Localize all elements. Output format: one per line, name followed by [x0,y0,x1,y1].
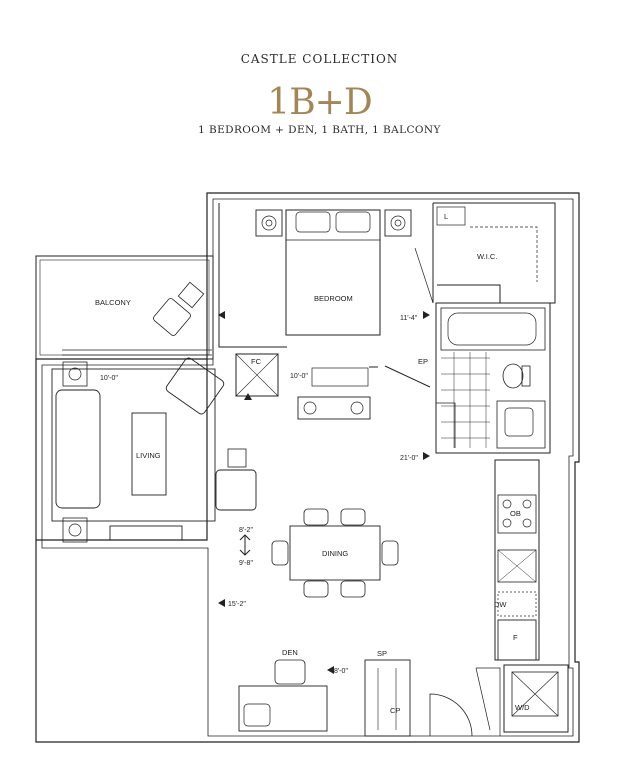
lamp-icon [303,401,317,415]
label-ep: EP [418,357,428,366]
side-table [227,448,247,468]
nightstand [255,209,283,237]
dim-den-length: 15'-2" [228,601,246,608]
lamp-icon [390,215,406,231]
dishwasher-box [497,591,537,617]
dim-bedroom-width: 10'-0" [290,373,308,380]
dim-dining-top: 8'-2" [239,527,253,534]
dining-chair [340,580,366,598]
vanity [496,400,546,449]
kitchen-sink-cross [497,549,537,583]
label-bedroom: BEDROOM [314,294,353,303]
kitchen-counter [494,459,540,661]
label-den: DEN [282,648,298,657]
dining-chair [303,508,329,526]
dim-dining-bottom: 9'-8" [239,560,253,567]
washer-dryer [511,671,559,717]
label-closet: CP [390,706,400,715]
bathtub-inner [447,312,537,346]
dim-bedroom-length: 11'-4" [400,315,418,322]
burner-icon [502,518,512,528]
label-laundry: W/D [515,703,530,712]
dining-chair [271,540,289,566]
label-fridge: F [513,633,518,642]
unit-subtitle: 1 BEDROOM + DEN, 1 BATH, 1 BALCONY [198,124,441,136]
bathroom-wall [435,302,551,454]
sink-icon [504,407,534,437]
sofa [55,389,101,509]
dining-chair [381,540,399,566]
label-living: LIVING [136,451,161,460]
kitchen-sink [497,549,537,583]
bedroom-wall [218,203,434,388]
side-table [62,361,88,387]
label-dining: DINING [322,549,348,558]
pillow [335,211,371,233]
fireplace-cross [235,353,279,397]
armchair [165,357,225,415]
lamp-icon [261,215,277,231]
label-oven: OB [510,509,521,518]
balcony-railing [39,259,210,356]
fireplace-box [235,353,279,397]
den-desk [238,685,328,732]
dim-kitchen-length: 21'-0" [400,455,418,462]
label-storage: SP [377,649,387,658]
linen-closet [436,206,466,226]
dim-den-width: 8'-0" [334,668,348,675]
entry-door [429,693,473,737]
coffee-table [131,412,167,496]
tv-unit [311,367,369,387]
collection-title: CASTLE COLLECTION [240,52,399,66]
dim-living-width: 10'-0" [100,375,118,382]
wic-dash [470,226,538,282]
label-dishwasher: DW [494,600,507,609]
balcony-table [177,281,205,309]
laundry-closet [503,664,569,733]
balcony-door [62,349,212,356]
armchair [215,469,257,511]
unit-name: 1B+D [267,82,372,123]
dining-table [289,525,381,581]
tv-console [109,525,183,541]
outer-wall-inner [41,198,574,737]
lamp-icon [350,401,364,415]
burner-icon [522,518,532,528]
bedroom-door [414,247,434,304]
den-drawer [243,703,271,727]
storage-closet [364,659,411,737]
burner-icon [522,499,532,509]
pillow [295,211,331,233]
balcony-chair [153,298,191,336]
balcony-outline [35,255,214,360]
toilet-icon [502,363,524,389]
dresser [297,396,371,420]
label-fireplace: FC [251,357,262,366]
nightstand [384,209,412,237]
cooktop [497,494,537,534]
living-area [51,368,216,522]
label-wic: W.I.C. [477,252,497,261]
burner-icon [502,499,512,509]
side-table [62,517,88,543]
fridge-box [497,619,537,661]
label-linen: L [444,212,448,221]
bath-door [436,402,456,448]
closet-rod [377,668,397,730]
dining-chair [303,580,329,598]
washer-cross [511,671,559,717]
dimension-arrow [239,534,251,556]
bathroom-tiles [441,352,490,448]
laundry-door [475,667,501,736]
label-balcony: BALCONY [95,298,131,307]
toilet-tank [521,365,531,387]
bed [285,209,381,336]
dining-chair [340,508,366,526]
den-chair [274,659,306,685]
bathtub [440,307,546,351]
